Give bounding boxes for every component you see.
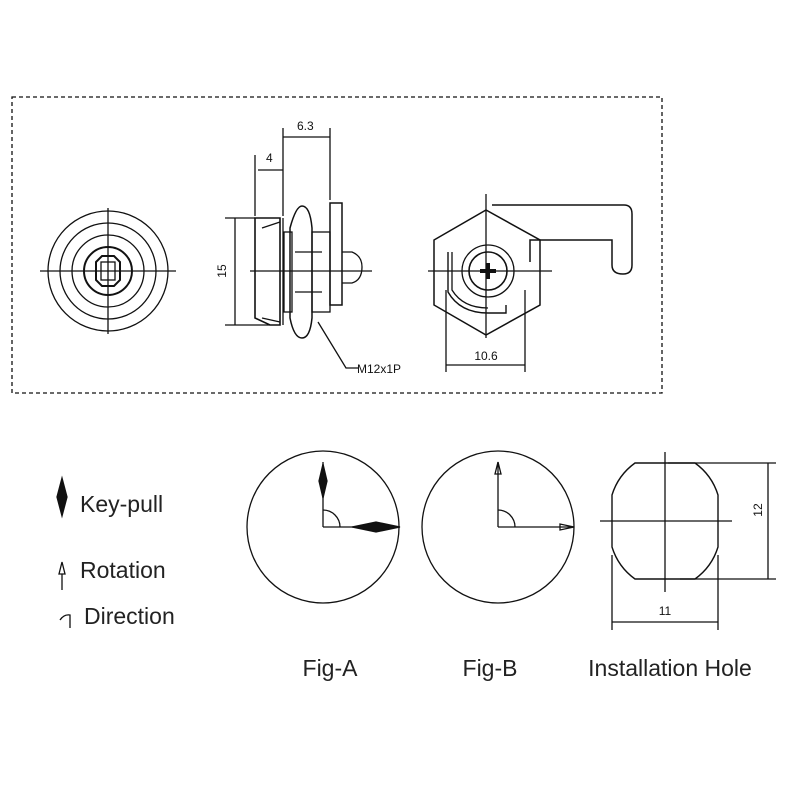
key-pull-icon (56, 475, 68, 519)
dimension-10-6: 10.6 (474, 349, 498, 363)
front-view (40, 208, 176, 334)
dimension-6-3: 6.3 (297, 119, 314, 133)
legend-key-pull: Key-pull (80, 491, 163, 517)
legend-rotation: Rotation (80, 557, 166, 583)
dimension-15: 15 (215, 264, 229, 278)
dimension-11: 11 (659, 604, 672, 618)
side-view (225, 128, 372, 369)
dimension-4: 4 (266, 151, 273, 165)
rear-view (428, 194, 633, 372)
installation-hole-diagram (600, 452, 776, 630)
rotation-icon (58, 561, 66, 590)
direction-icon (59, 614, 71, 628)
dashed-frame (11, 96, 663, 394)
fig-a-caption: Fig-A (303, 655, 359, 681)
fig-b-diagram (421, 450, 575, 604)
thread-label: M12x1P (357, 362, 401, 376)
fig-a-diagram (246, 450, 401, 604)
legend-direction: Direction (84, 603, 175, 629)
fig-b-caption: Fig-B (463, 655, 518, 681)
installation-hole-caption: Installation Hole (588, 655, 752, 681)
legend (56, 475, 71, 628)
dimension-12: 12 (751, 503, 765, 517)
